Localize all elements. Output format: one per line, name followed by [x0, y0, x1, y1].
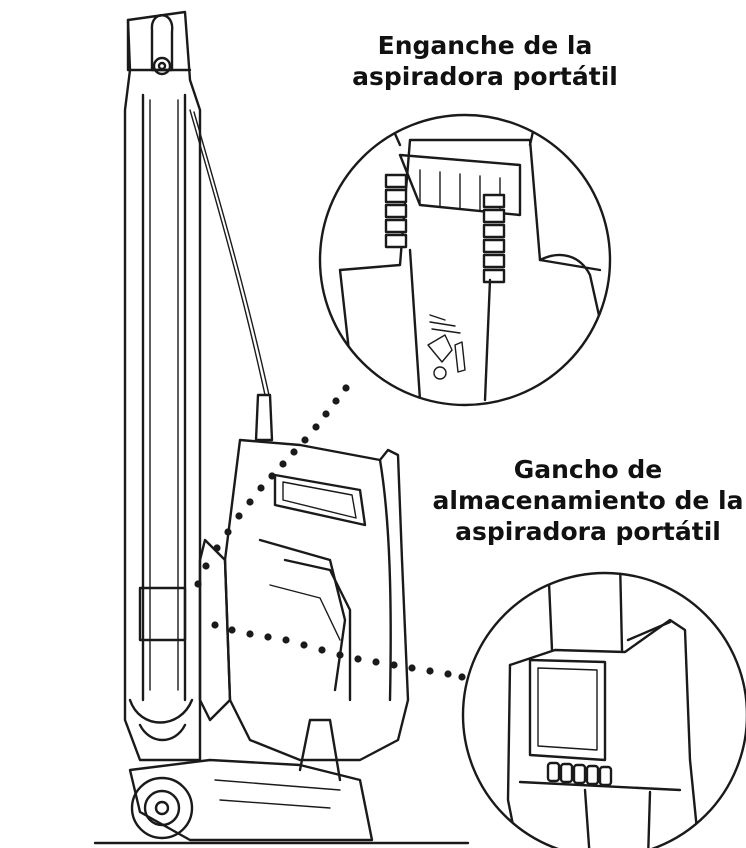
- callout-top-line1: Enganche de la: [377, 31, 593, 60]
- detail-circle-top: [318, 113, 612, 407]
- latch-teeth-right: [482, 193, 506, 284]
- power-cord: [189, 109, 266, 396]
- callout-bottom-line2: almacenamiento de la: [432, 486, 744, 515]
- leader-bottom-dots: [211, 621, 466, 681]
- wand-tube: [123, 10, 202, 762]
- detail-circle-bottom: [461, 571, 746, 848]
- leader-top-dots: [194, 384, 350, 588]
- storage-hook-slots: [546, 761, 613, 787]
- callout-bottom-line1: Gancho de: [513, 455, 663, 484]
- floor-nozzle: [128, 718, 374, 842]
- latch-teeth-left: [384, 173, 408, 249]
- handle-grip: [150, 14, 174, 76]
- callout-storage-hook: Gancho de almacenamiento de la aspirador…: [430, 454, 746, 547]
- callout-top-line2: aspiradora portátil: [352, 62, 618, 91]
- hand-vacuum-body: [198, 393, 410, 762]
- callout-bottom-line3: aspiradora portátil: [455, 517, 721, 546]
- callout-handheld-latch: Enganche de la aspiradora portátil: [320, 30, 650, 92]
